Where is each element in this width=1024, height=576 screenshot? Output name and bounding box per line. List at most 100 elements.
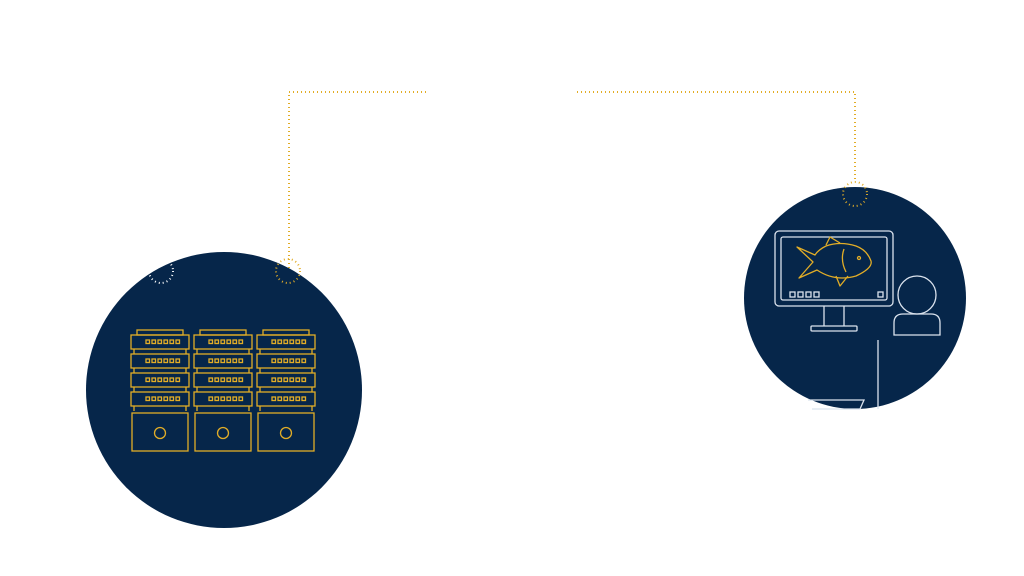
server-node-port-accent-white — [148, 258, 174, 284]
rack-unit-led — [283, 396, 289, 402]
rack-unit-led — [151, 339, 157, 345]
rack-unit-led — [220, 339, 226, 345]
rack-unit-led — [271, 339, 277, 345]
rack-unit — [193, 334, 253, 350]
rack-unit-led — [157, 377, 163, 383]
rack-unit-led — [145, 358, 151, 364]
rack-unit-led — [220, 396, 226, 402]
rack-unit-led — [271, 358, 277, 364]
rack-unit — [130, 372, 190, 388]
rack-base-knob — [279, 426, 293, 440]
workstation-node-port-accent — [842, 181, 868, 207]
rack-unit-led — [175, 377, 181, 383]
rack-base — [194, 412, 252, 452]
rack-unit-led — [220, 358, 226, 364]
rack-unit-led — [214, 377, 220, 383]
rack-unit — [130, 391, 190, 407]
rack-unit-led — [163, 396, 169, 402]
rack-unit-led — [283, 377, 289, 383]
rack-unit — [193, 391, 253, 407]
rack-base — [131, 412, 189, 452]
rack-unit-led — [163, 377, 169, 383]
rack-unit — [256, 353, 316, 369]
rack-unit-led — [157, 358, 163, 364]
server-node-port-accent — [275, 258, 301, 284]
rack-unit-led — [226, 358, 232, 364]
server-rack-icon — [130, 329, 316, 452]
rack-unit — [130, 353, 190, 369]
rack-unit-led — [277, 339, 283, 345]
workstation-node — [744, 181, 966, 410]
rack-unit-led — [238, 339, 244, 345]
rack-unit-led — [157, 396, 163, 402]
connector-line — [288, 91, 856, 268]
rack-unit-led — [151, 396, 157, 402]
fish-icon — [796, 236, 872, 287]
rack-unit-led — [289, 358, 295, 364]
rack-unit-led — [277, 396, 283, 402]
rack-base-knob — [216, 426, 230, 440]
rack-unit-led — [163, 358, 169, 364]
rack-unit-led — [226, 377, 232, 383]
rack-unit-led — [145, 377, 151, 383]
rack-unit-led — [238, 377, 244, 383]
rack-unit-led — [145, 396, 151, 402]
rack-unit-led — [169, 339, 175, 345]
rack-unit-led — [175, 358, 181, 364]
rack-unit — [256, 372, 316, 388]
rack-unit-led — [208, 339, 214, 345]
server-node-circle — [86, 252, 362, 528]
rack-unit-led — [283, 339, 289, 345]
rack-unit-led — [271, 377, 277, 383]
rack-unit — [256, 334, 316, 350]
rack-unit-led — [289, 339, 295, 345]
rack-unit-led — [214, 339, 220, 345]
rack-unit-led — [271, 396, 277, 402]
rack-unit-led — [226, 396, 232, 402]
rack-unit-led — [226, 339, 232, 345]
rack-unit-led — [214, 396, 220, 402]
server-node — [86, 252, 362, 528]
rack-unit — [193, 353, 253, 369]
rack-base — [257, 412, 315, 452]
rack-unit-led — [151, 377, 157, 383]
rack-unit-led — [232, 396, 238, 402]
rack-unit-led — [289, 396, 295, 402]
rack-unit-led — [295, 339, 301, 345]
rack-unit-led — [301, 396, 307, 402]
connector-right-segment — [577, 91, 856, 181]
rack-unit-led — [232, 339, 238, 345]
rack-unit-led — [289, 377, 295, 383]
rack-unit-led — [277, 358, 283, 364]
rack-unit-led — [169, 396, 175, 402]
rack-unit-led — [208, 396, 214, 402]
rack-unit-led — [169, 358, 175, 364]
rack-unit-led — [208, 377, 214, 383]
rack-unit-led — [208, 358, 214, 364]
keyboard-icon — [808, 340, 879, 410]
user-icon — [893, 275, 941, 336]
rack-unit-led — [238, 358, 244, 364]
monitor-icon — [774, 230, 894, 332]
rack-unit-led — [175, 396, 181, 402]
rack-unit — [193, 372, 253, 388]
rack-unit-led — [232, 358, 238, 364]
rack-unit-led — [145, 339, 151, 345]
rack-unit-led — [295, 377, 301, 383]
rack-unit-led — [214, 358, 220, 364]
rack-base-knob — [153, 426, 167, 440]
rack-unit — [130, 334, 190, 350]
rack-unit-led — [301, 377, 307, 383]
rack-unit-led — [295, 396, 301, 402]
connector-left-segment — [288, 91, 426, 268]
rack-unit-led — [238, 396, 244, 402]
rack-unit-led — [163, 339, 169, 345]
rack-unit-led — [277, 377, 283, 383]
rack-unit-led — [169, 377, 175, 383]
rack-unit-led — [157, 339, 163, 345]
rack-unit — [256, 391, 316, 407]
rack-unit-led — [220, 377, 226, 383]
rack-unit-led — [232, 377, 238, 383]
rack-unit-led — [283, 358, 289, 364]
